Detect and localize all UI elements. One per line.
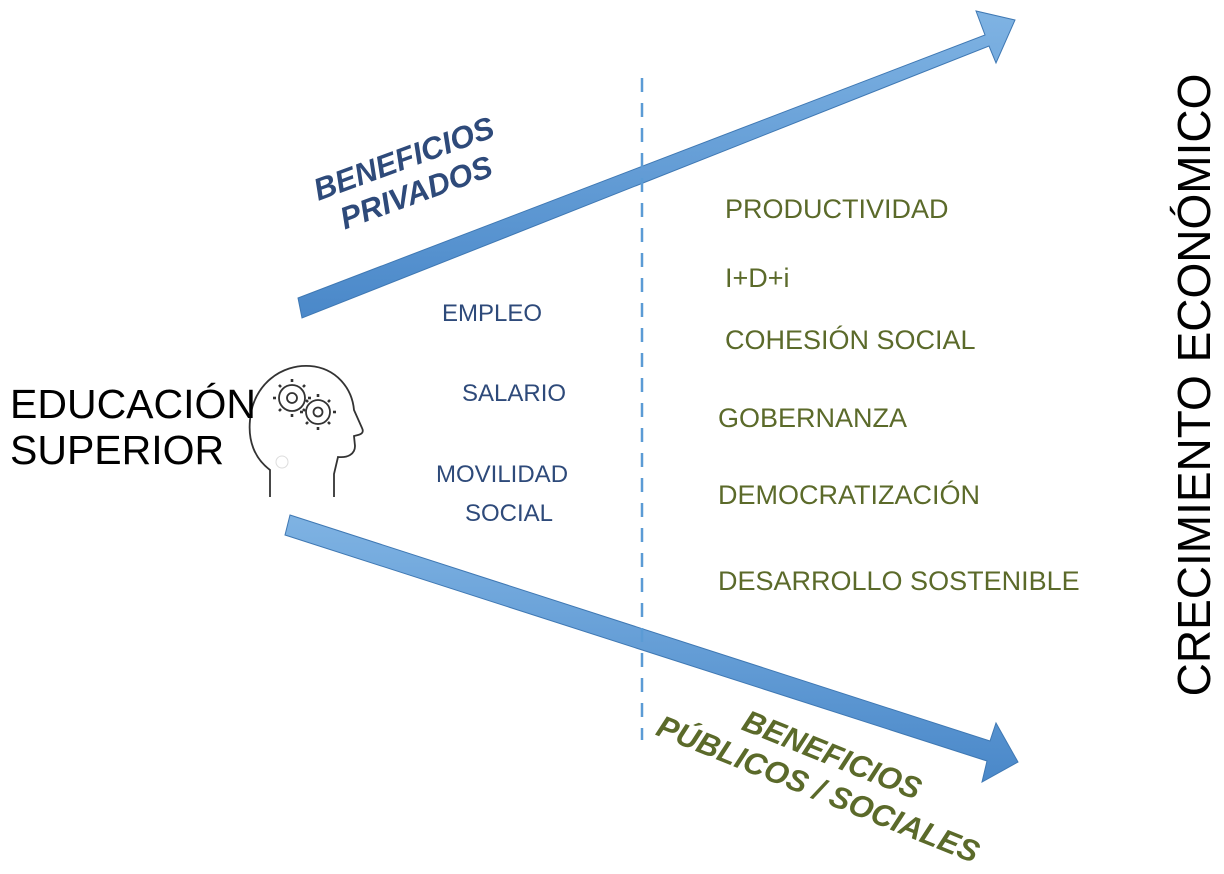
private-item-salario: SALARIO — [462, 380, 567, 407]
education-line-1: EDUCACIÓN — [10, 381, 257, 427]
public-benefits-arrow — [284, 514, 1019, 783]
public-item-desarrollo: DESARROLLO SOSTENIBLE — [718, 566, 1080, 596]
private-item-social: SOCIAL — [465, 500, 554, 527]
education-line-2: SUPERIOR — [10, 426, 225, 473]
public-item-productividad: PRODUCTIVIDAD — [725, 194, 949, 224]
public-item-cohesion: COHESIÓN SOCIAL — [725, 325, 976, 355]
education-label: EDUCACIÓN SUPERIOR — [10, 381, 257, 474]
public-item-democratizacion: DEMOCRATIZACIÓN — [718, 480, 980, 510]
public-item-gobernanza: GOBERNANZA — [718, 403, 908, 433]
public-item-idi: I+D+i — [725, 263, 790, 293]
private-item-empleo: EMPLEO — [442, 300, 543, 327]
head-gears-icon — [248, 365, 364, 497]
private-item-movilidad: MOVILIDAD — [436, 461, 569, 488]
private-benefits-arrow — [297, 10, 1016, 319]
economic-growth-label: CRECIMIENTO ECONÓMICO — [1168, 73, 1220, 697]
